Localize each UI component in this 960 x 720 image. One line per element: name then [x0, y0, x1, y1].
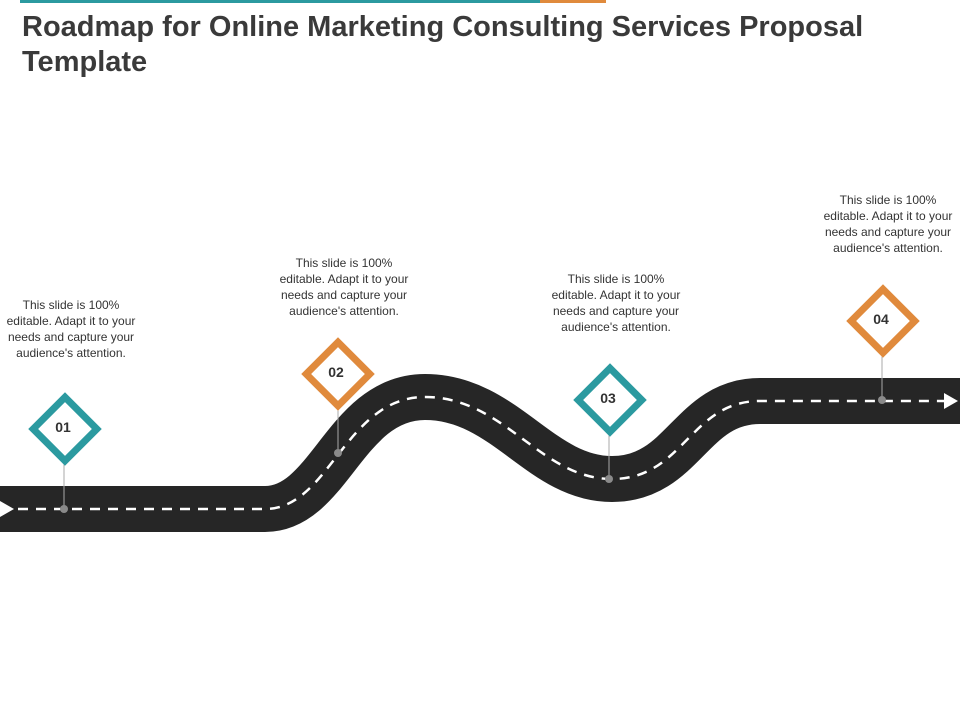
milestone-01-description: This slide is 100% editable. Adapt it to…	[6, 298, 136, 360]
milestone-02-number: 02	[328, 364, 344, 380]
milestone-04-pin-dot	[878, 396, 886, 404]
milestone-01-marker: 01	[23, 387, 103, 467]
milestone-04-number: 04	[873, 311, 889, 327]
milestone-03-pin-dot	[605, 475, 613, 483]
milestone-02-marker: 02	[296, 332, 376, 412]
milestone-02-description: This slide is 100% editable. Adapt it to…	[279, 256, 409, 318]
milestone-01-pin-dot	[60, 505, 68, 513]
road-start-arrow	[0, 501, 14, 517]
road-surface	[0, 374, 960, 532]
milestone-04-description: This slide is 100% editable. Adapt it to…	[823, 193, 953, 255]
road-end-arrow	[944, 393, 958, 409]
road-center-dashes	[0, 395, 945, 511]
milestone-01-number: 01	[55, 419, 71, 435]
slide-title: Roadmap for Online Marketing Consulting …	[22, 11, 864, 78]
milestone-03-number: 03	[600, 390, 616, 406]
milestone-02-pin-dot	[334, 449, 342, 457]
title-accent-line-orange	[540, 0, 606, 3]
milestone-03-description: This slide is 100% editable. Adapt it to…	[551, 272, 681, 334]
milestone-03-marker: 03	[568, 358, 648, 438]
milestone-04-marker: 04	[841, 279, 921, 359]
title-accent-line-teal	[20, 0, 540, 3]
